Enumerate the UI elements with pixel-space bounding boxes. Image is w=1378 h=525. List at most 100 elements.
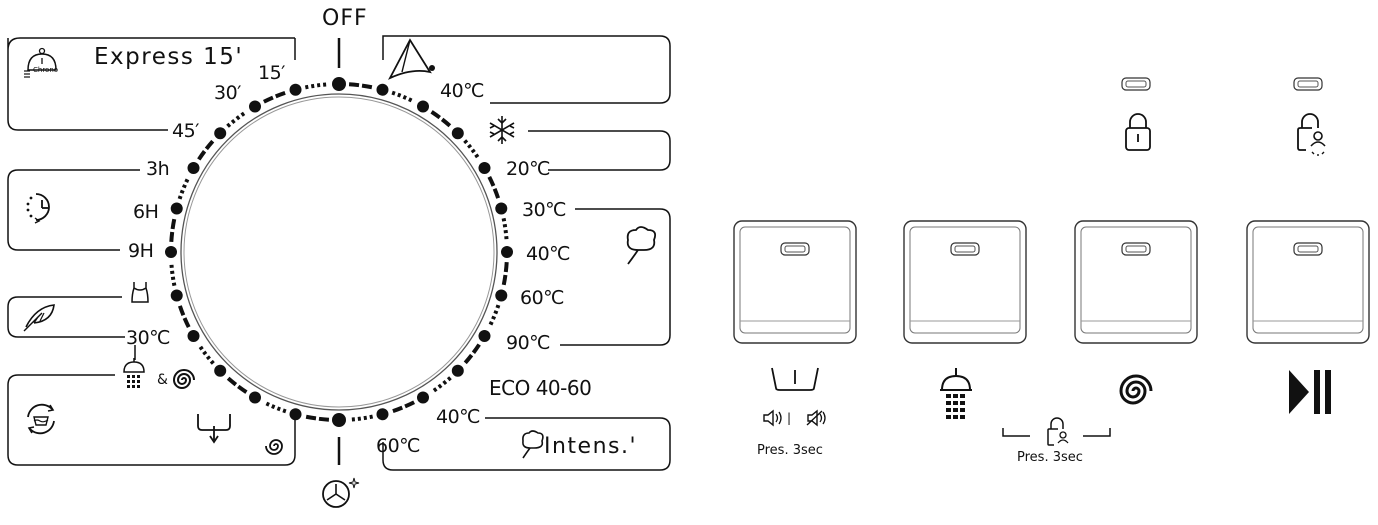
dial-position-dot [289,83,302,96]
dial-track-segment [304,82,330,90]
dial-track [165,77,513,427]
program-knob[interactable] [180,94,498,412]
delay-bracket [7,169,140,251]
combo-lock-icon [1047,417,1069,446]
dial-track-segment [463,343,481,365]
dial-track-segment [430,110,452,128]
intens-cotton-icon [522,430,544,459]
ampersand-label: & [157,372,168,388]
dial-track-segment [226,376,248,394]
wool-feather-icon [23,304,55,332]
dial-track-segment [391,400,416,414]
express-bracket [7,37,296,131]
sound-separator: | [787,411,792,425]
dial-position-dot [187,162,200,174]
off-label: OFF [322,6,368,31]
remote-lock-icon [1297,113,1326,156]
dial-track-segment [177,175,191,200]
start-pause-icon [1289,370,1331,414]
sound-drawer-button-frame [733,220,857,344]
rinse-shower-icon [123,358,145,388]
dial-position-dot [478,330,491,342]
cotton-icon [626,226,657,265]
dial-track-segment [262,400,287,414]
dial-position-dot [417,391,429,404]
time-15-label: 15′ [258,62,286,84]
dial-position-dot [289,408,302,421]
dial-position-dot [187,330,200,342]
rinse-button-frame-led [950,242,980,256]
cotton-60-label: 60℃ [520,287,565,309]
cotton-40-label: 40℃ [526,243,571,265]
cold-snowflake-icon [489,116,515,144]
drawer-sound-icon [771,367,819,391]
sport-bracket [382,35,671,104]
dial-position-dot [495,202,508,215]
start-pause-button-frame [1246,220,1370,344]
sound-drawer-button-frame-led [780,242,810,256]
drain-icon [197,414,231,444]
dial-position-dot [332,413,346,427]
spin-spiral-icon [265,439,283,455]
dial-position-dot [249,100,261,113]
rinse-shower-button-icon [940,368,972,419]
intens-label: Intens.' [544,434,638,459]
dial-track-segment [501,217,509,243]
eco-label: ECO 40-60 [489,376,592,400]
dial-track-segment [262,90,287,104]
dial-position-dot [451,127,464,140]
dial-position-dot [332,77,346,91]
cold-20-label: 20℃ [506,158,551,180]
cotton-bracket [560,208,671,346]
speaker-on-icon [763,409,782,427]
dial-track-segment [304,414,330,422]
rinse-cycle-icon [27,403,55,435]
start-pause-button[interactable] [1248,222,1368,342]
spin-button-icon [1119,374,1153,405]
combo-bracket [1002,428,1111,437]
child-lock-led [1121,77,1151,91]
spin-button[interactable] [1076,222,1196,342]
delay-clock-icon [26,193,50,224]
dial-position-dot [170,202,183,215]
rinse-button-frame [903,220,1027,344]
cotton-30-label: 30℃ [522,199,567,221]
knob-inner-ring [183,96,495,408]
rinse-button[interactable] [905,222,1025,342]
time-45-label: 45′ [172,120,200,142]
dial-track-segment [197,139,215,161]
dial-track-segment [169,261,177,287]
delay-3h-label: 3h [146,158,170,180]
delicates-garment-icon [131,282,149,303]
dial-position-dot [376,83,389,96]
dial-track-segment [197,343,215,365]
intens-bracket [382,417,671,471]
dial-track-segment [501,261,509,287]
dial-position-dot [170,289,183,302]
intens-60-label: 60℃ [376,435,421,457]
intens-40-label: 40℃ [436,406,481,428]
spin-spiral-small-icon [172,369,195,389]
delay-9h-label: 9H [128,240,154,262]
rinse-bracket [7,374,296,466]
time-30-label: 30′ [214,82,242,104]
dial-position-dot [478,162,491,174]
wool-bracket [7,296,125,338]
start-pause-button-frame-led [1293,242,1323,256]
dial-track-segment [348,82,374,90]
dial-position-dot [376,408,389,421]
sportswear-icon [387,38,435,80]
spin-button-frame [1074,220,1198,344]
sound-drawer-button[interactable] [735,222,855,342]
delay-6h-label: 6H [133,201,159,223]
speaker-off-icon [806,409,826,427]
dial-track-segment [169,217,177,243]
wool-30-label: 30℃ [126,327,171,349]
dial-track-segment [430,376,452,394]
dial-track-segment [487,304,501,329]
knob-outer-ring [180,93,498,411]
drum-clean-icon [322,477,360,508]
dial-track-segment [177,304,191,329]
dial-position-dot [165,246,177,258]
chrono-text: Chrono [33,66,59,74]
